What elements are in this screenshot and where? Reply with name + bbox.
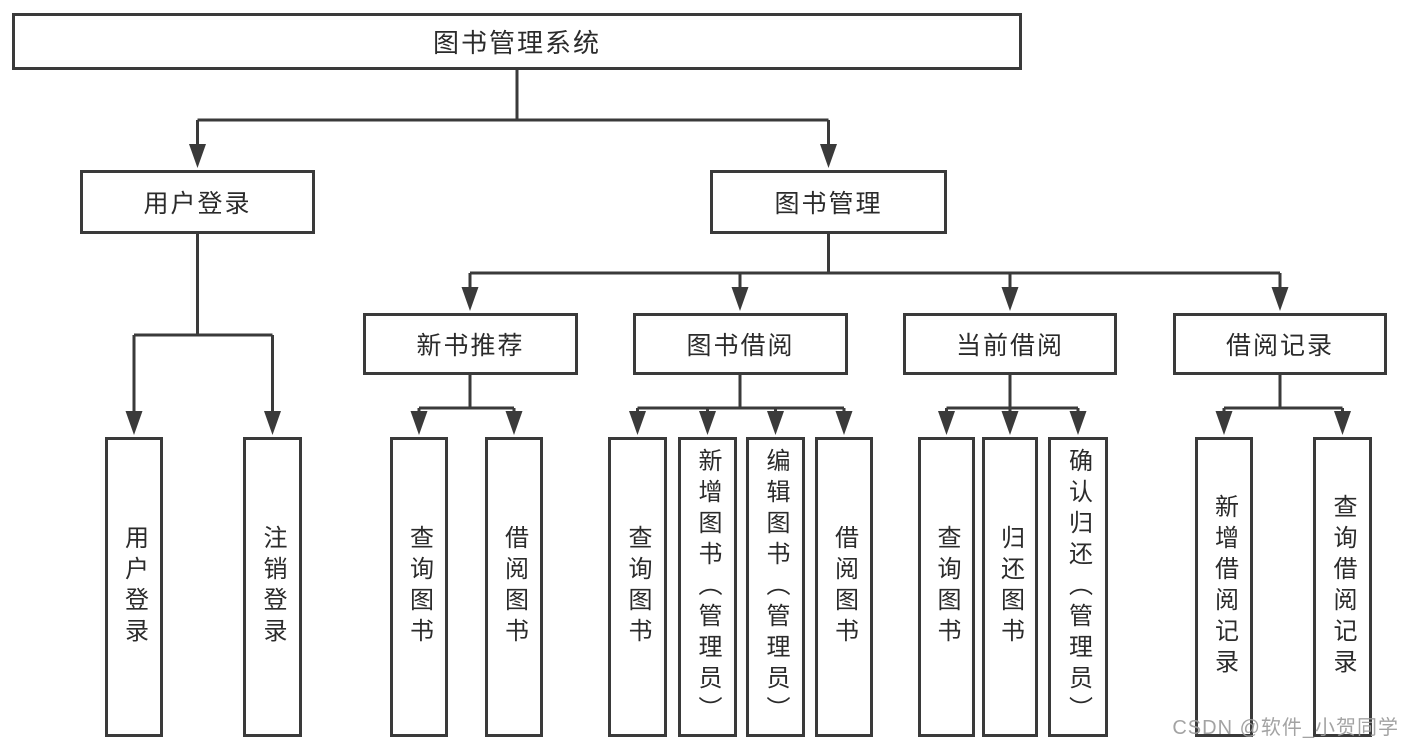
leaf-add-books-admin: 新增图书（管理员） bbox=[678, 437, 737, 737]
node-borrowing-records: 借阅记录 bbox=[1173, 313, 1387, 375]
leaf-query-borrow-record: 查询借阅记录 bbox=[1313, 437, 1372, 737]
leaf-confirm-return-admin: 确认归还（管理员） bbox=[1048, 437, 1108, 737]
leaf-logout-login: 注销登录 bbox=[243, 437, 302, 737]
leaf-return-books: 归还图书 bbox=[982, 437, 1038, 737]
node-new-book-recommend: 新书推荐 bbox=[363, 313, 578, 375]
leaf-query-books-borrow: 查询图书 bbox=[608, 437, 667, 737]
leaf-query-books-recommend: 查询图书 bbox=[390, 437, 448, 737]
leaf-query-books-current: 查询图书 bbox=[918, 437, 975, 737]
leaf-user-login: 用户登录 bbox=[105, 437, 163, 737]
node-user-login: 用户登录 bbox=[80, 170, 315, 234]
leaf-add-borrow-record: 新增借阅记录 bbox=[1195, 437, 1253, 737]
node-book-borrowing: 图书借阅 bbox=[633, 313, 848, 375]
node-library-management-system: 图书管理系统 bbox=[12, 13, 1022, 70]
node-book-management: 图书管理 bbox=[710, 170, 947, 234]
leaf-borrow-books-recommend: 借阅图书 bbox=[485, 437, 543, 737]
csdn-watermark: CSDN @软件_小贺同学 bbox=[1172, 717, 1399, 739]
leaf-borrow-books: 借阅图书 bbox=[815, 437, 873, 737]
node-current-borrowing: 当前借阅 bbox=[903, 313, 1117, 375]
leaf-edit-books-admin: 编辑图书（管理员） bbox=[746, 437, 805, 737]
